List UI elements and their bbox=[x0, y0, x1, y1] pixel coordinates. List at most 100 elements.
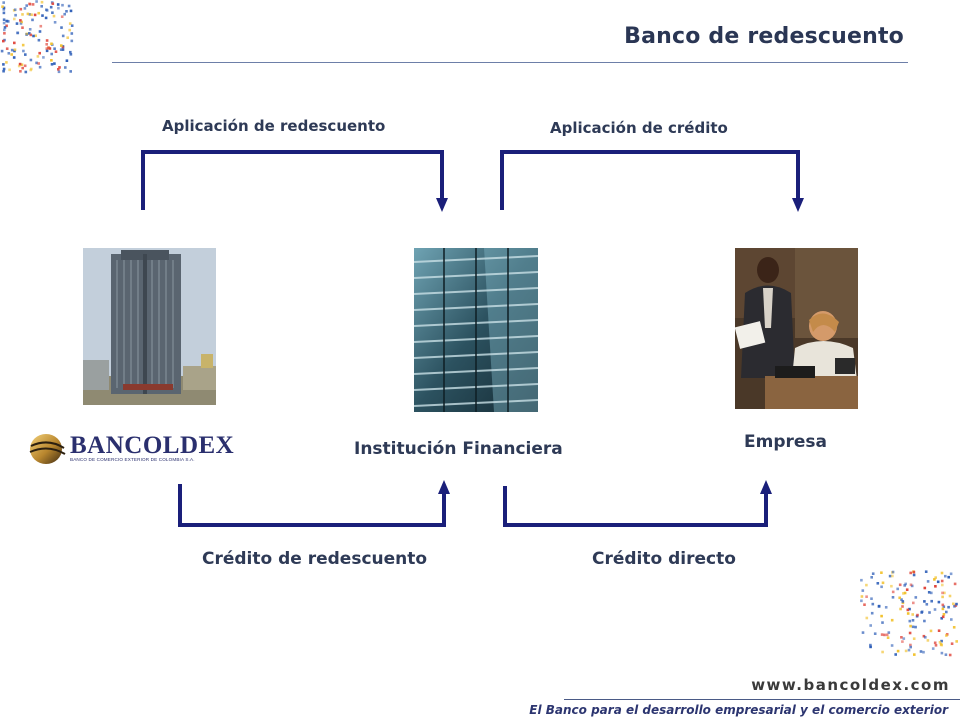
decorative-dot bbox=[860, 595, 864, 598]
decorative-dot bbox=[945, 610, 948, 614]
decorative-dot bbox=[922, 634, 926, 638]
decorative-dot bbox=[940, 617, 943, 620]
decorative-dot bbox=[70, 24, 74, 27]
decorative-dot bbox=[904, 582, 907, 586]
decorative-dot bbox=[5, 61, 8, 64]
decorative-dot bbox=[23, 7, 27, 10]
decorative-dot bbox=[939, 643, 943, 646]
decorative-dot bbox=[2, 39, 5, 43]
decorative-dot bbox=[47, 46, 50, 49]
decorative-dot bbox=[924, 570, 928, 573]
decorative-dot bbox=[942, 605, 946, 608]
decorative-dot bbox=[912, 601, 915, 605]
decorative-dot bbox=[940, 579, 944, 583]
decorative-dot bbox=[10, 53, 13, 56]
decorative-dot bbox=[2, 8, 6, 11]
decorative-dot bbox=[922, 650, 925, 654]
decorative-dot bbox=[53, 47, 56, 50]
decorative-dot bbox=[53, 62, 56, 65]
decorative-dot bbox=[21, 26, 24, 29]
decorative-dot bbox=[23, 64, 27, 68]
arrowhead-aplicacion-credito bbox=[792, 198, 804, 212]
decorative-dot bbox=[42, 56, 45, 59]
decorative-dot bbox=[13, 48, 17, 51]
decorative-dot bbox=[0, 49, 4, 53]
decorative-dot bbox=[900, 598, 903, 601]
bancoldex-wordmark: BANCOLDEX bbox=[70, 432, 235, 459]
decorative-dot bbox=[50, 52, 53, 56]
decorative-dot bbox=[916, 613, 919, 617]
decorative-dot bbox=[69, 50, 72, 54]
decorative-dot bbox=[948, 594, 952, 598]
decorative-dot bbox=[32, 34, 35, 38]
decorative-dot bbox=[18, 62, 22, 66]
decorative-dot bbox=[952, 626, 956, 629]
decorative-dot bbox=[860, 599, 863, 603]
decorative-dot bbox=[934, 585, 937, 588]
decorative-dot bbox=[949, 572, 953, 576]
decorative-dot bbox=[908, 607, 911, 611]
decorative-dot bbox=[923, 600, 926, 603]
decorative-dot bbox=[931, 647, 935, 650]
decorative-dot bbox=[883, 633, 886, 637]
decorative-dot bbox=[45, 47, 49, 50]
decorative-dot bbox=[947, 605, 950, 609]
decorative-dot bbox=[24, 53, 27, 56]
decorative-dot bbox=[61, 48, 65, 51]
footer-tagline: El Banco para el desarrollo empresarial … bbox=[529, 703, 948, 717]
decorative-dot bbox=[21, 66, 24, 70]
bancoldex-globe-icon bbox=[29, 434, 66, 464]
decorative-dot bbox=[20, 63, 24, 66]
decorative-dot bbox=[937, 629, 941, 632]
arrowhead-aplicacion-redescuento bbox=[436, 198, 448, 212]
decorative-dot bbox=[5, 19, 9, 23]
glass-building-photo bbox=[414, 248, 538, 412]
decorative-dot bbox=[940, 639, 943, 643]
decorative-dot bbox=[63, 12, 66, 16]
decorative-dot bbox=[881, 581, 885, 585]
decorative-dot bbox=[19, 19, 22, 22]
decorative-dot bbox=[926, 639, 930, 642]
decorative-dot bbox=[24, 70, 28, 74]
decorative-dot bbox=[865, 616, 869, 620]
decorative-dot bbox=[891, 570, 895, 574]
decorative-dot bbox=[944, 574, 947, 578]
decorative-dot bbox=[908, 619, 912, 623]
arrow-aplicacion-credito bbox=[500, 150, 800, 210]
decorative-dot bbox=[886, 636, 890, 639]
decorative-dot bbox=[61, 46, 65, 49]
label-empresa: Empresa bbox=[744, 432, 827, 452]
decorative-dot bbox=[929, 629, 933, 633]
decorative-dot bbox=[936, 580, 940, 584]
decorative-dot bbox=[863, 603, 866, 606]
decorative-dot bbox=[900, 636, 903, 639]
bancoldex-logo: BANCOLDEX BANCO DE COMERCIO EXTERIOR DE … bbox=[28, 432, 244, 466]
decorative-dot bbox=[923, 619, 926, 623]
decorative-dot bbox=[20, 20, 23, 24]
decorative-dot bbox=[911, 625, 915, 629]
decorative-dot bbox=[45, 39, 49, 42]
decorative-dot bbox=[13, 8, 17, 11]
decorative-dot bbox=[955, 640, 958, 643]
decorative-dot bbox=[890, 644, 894, 647]
decorative-dot bbox=[898, 583, 902, 587]
decorative-dot bbox=[8, 68, 11, 72]
decorative-dot bbox=[69, 70, 72, 73]
label-credito-redescuento: Crédito de redescuento bbox=[202, 549, 428, 569]
bancoldex-subtitle: BANCO DE COMERCIO EXTERIOR DE COLOMBIA S… bbox=[70, 457, 195, 462]
decorative-dot bbox=[928, 611, 931, 614]
decorative-dot bbox=[2, 69, 5, 73]
decorative-dot bbox=[66, 36, 69, 39]
decorative-dot bbox=[930, 599, 933, 603]
decorative-dot bbox=[861, 631, 865, 634]
decorative-dot bbox=[861, 589, 865, 592]
decorative-dot bbox=[908, 631, 912, 635]
decorative-dot bbox=[69, 53, 73, 56]
decorative-dot bbox=[941, 615, 945, 619]
decorative-dot bbox=[48, 47, 52, 50]
decorative-dot bbox=[912, 637, 916, 640]
decorative-dot bbox=[70, 32, 74, 35]
label-institucion-financiera: Institución Financiera bbox=[354, 439, 563, 459]
arrow-credito-directo bbox=[503, 486, 768, 527]
decorative-dot bbox=[16, 31, 19, 35]
